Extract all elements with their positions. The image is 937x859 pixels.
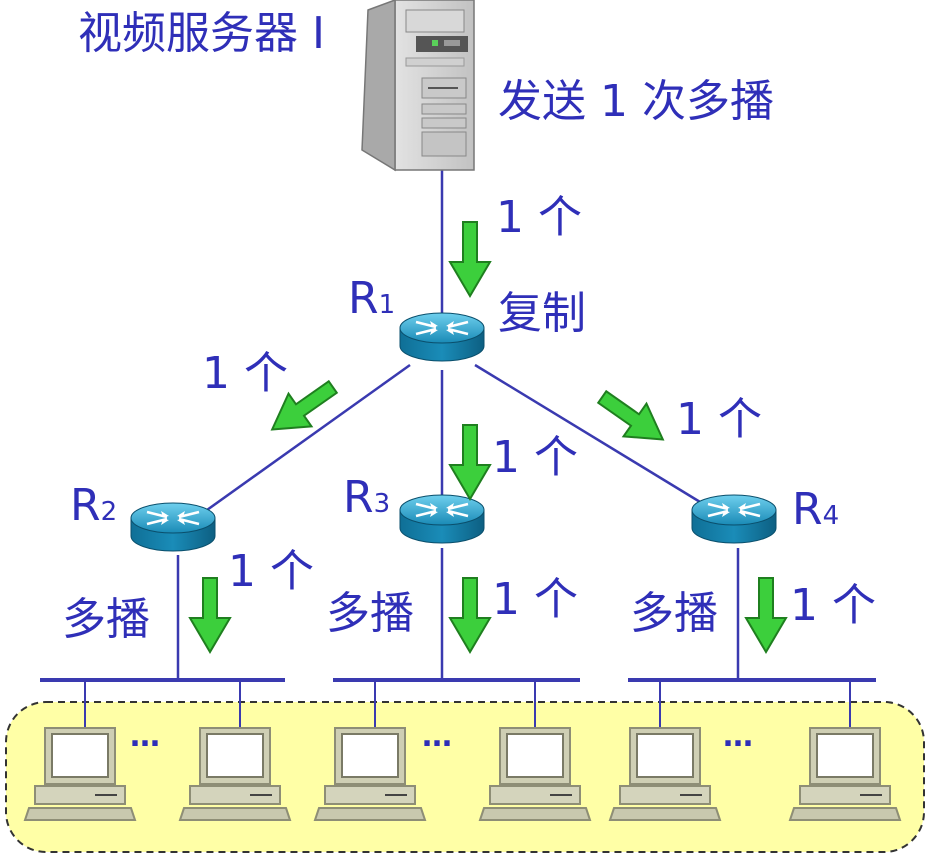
- multicast-label-r4: 多播: [630, 588, 718, 639]
- router-r2: [129, 501, 217, 553]
- router-label-r1: R1: [348, 273, 396, 324]
- router-r3: [398, 493, 486, 545]
- server-tower-icon: [361, 0, 475, 172]
- flow-label-r1-r3: 1 个: [492, 432, 578, 483]
- network-links: [176, 170, 740, 678]
- flow-label-r2-lan: 1 个: [228, 546, 314, 597]
- flow-label-server-r1: 1 个: [496, 192, 582, 243]
- router-label-r4: R4: [792, 484, 840, 535]
- router-r4: [690, 493, 778, 545]
- multicast-label-r2: 多播: [62, 594, 150, 645]
- lan-drops: [84, 682, 851, 728]
- flow-label-r4-lan: 1 个: [790, 580, 876, 631]
- ellipsis-group-1: …: [130, 719, 160, 754]
- server-label: 视频服务器 I: [78, 8, 325, 59]
- flow-label-r1-r4: 1 个: [676, 394, 762, 445]
- ellipsis-group-3: …: [723, 719, 753, 754]
- arrow-r2-lan: [189, 577, 231, 653]
- ellipsis-group-2: …: [422, 719, 452, 754]
- flow-label-r3-lan: 1 个: [492, 574, 578, 625]
- send-multicast-label: 发送 1 次多播: [498, 76, 774, 127]
- arrow-r4-lan: [745, 577, 787, 653]
- multicast-label-r3: 多播: [326, 588, 414, 639]
- flow-label-r1-r2: 1 个: [202, 348, 288, 399]
- arrow-r1-to-r3: [449, 424, 491, 500]
- router-label-r3: R3: [343, 472, 391, 523]
- router-r1: [398, 311, 486, 363]
- arrow-server-to-r1: [449, 221, 491, 297]
- arrow-r1-to-r4: [589, 379, 676, 457]
- copy-label: 复制: [498, 288, 586, 339]
- router-label-r2: R2: [70, 480, 118, 531]
- arrow-r3-lan: [449, 577, 491, 653]
